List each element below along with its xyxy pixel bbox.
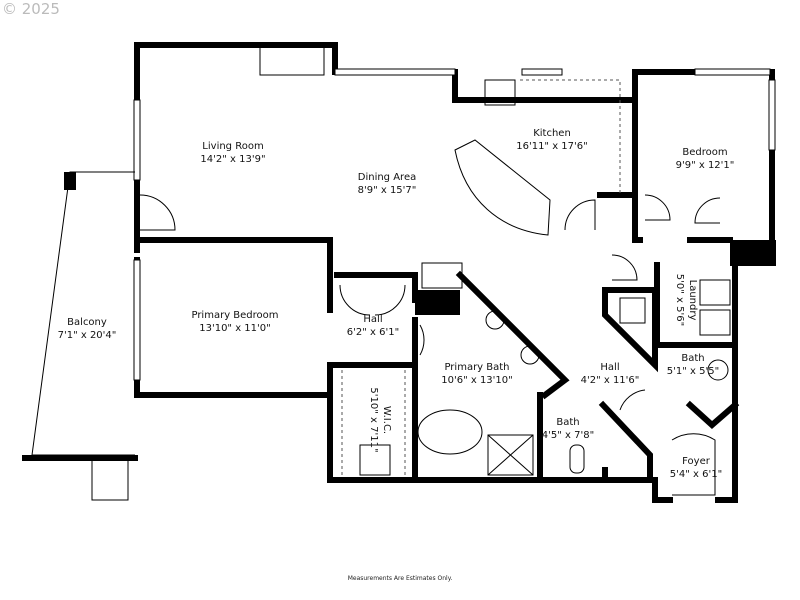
room-bedroom: Bedroom 9'9" x 12'1" xyxy=(676,147,735,171)
svg-text:13'10" x 11'0": 13'10" x 11'0" xyxy=(199,323,271,334)
door-swing xyxy=(564,199,596,231)
water-heater xyxy=(619,297,646,324)
room-dining-area: Dining Area 8'9" x 15'7" xyxy=(358,172,417,196)
room-bath: Bath 5'1" x 5'5" xyxy=(667,353,719,377)
room-primary-bedroom: Primary Bedroom 13'10" x 11'0" xyxy=(191,310,278,334)
svg-text:Bedroom: Bedroom xyxy=(682,147,727,158)
svg-text:4'5" x 7'8": 4'5" x 7'8" xyxy=(542,430,594,441)
door-swing xyxy=(619,389,646,411)
toilet xyxy=(569,444,585,474)
svg-text:16'11" x 17'6": 16'11" x 17'6" xyxy=(516,141,588,152)
window xyxy=(133,99,141,181)
svg-text:Foyer: Foyer xyxy=(682,456,711,467)
shower-drain xyxy=(487,434,534,476)
room-hall: Hall 6'2" x 6'1" xyxy=(347,314,399,338)
svg-text:9'9" x 12'1": 9'9" x 12'1" xyxy=(676,160,735,171)
room-hall-2: Hall 4'2" x 11'6" xyxy=(581,362,640,386)
room-wic: W.I.C. 5'10" x 7'11" xyxy=(368,387,392,452)
interior-wall xyxy=(685,400,740,430)
kitchen-island xyxy=(454,139,551,236)
svg-text:5'0" x 5'6": 5'0" x 5'6" xyxy=(674,274,685,326)
svg-text:14'2" x 13'9": 14'2" x 13'9" xyxy=(200,154,265,165)
stove xyxy=(484,79,516,106)
outer-wall xyxy=(327,362,608,483)
outer-wall xyxy=(602,467,673,503)
washer xyxy=(699,279,731,306)
svg-text:Bath: Bath xyxy=(556,417,579,428)
sink xyxy=(707,359,729,381)
copyright-watermark: © 2025 xyxy=(2,0,60,18)
cabinet xyxy=(359,444,391,476)
interior-wall xyxy=(598,400,653,483)
svg-text:4'2" x 11'6": 4'2" x 11'6" xyxy=(581,375,640,386)
svg-text:5'1" x 5'5": 5'1" x 5'5" xyxy=(667,366,719,377)
dryer xyxy=(699,309,731,336)
room-primary-bath: Primary Bath 10'6" x 13'10" xyxy=(441,362,513,386)
door-swing xyxy=(611,254,638,281)
svg-text:7'1" x 20'4": 7'1" x 20'4" xyxy=(58,330,117,341)
sink xyxy=(485,310,505,330)
door-swing xyxy=(139,194,176,231)
window xyxy=(768,79,776,151)
interior-wall xyxy=(455,270,570,400)
window xyxy=(133,259,141,381)
room-living-room: Living Room 14'2" x 13'9" xyxy=(200,141,265,165)
svg-text:Kitchen: Kitchen xyxy=(533,128,571,139)
balcony-door xyxy=(91,458,129,501)
double-door xyxy=(339,284,406,316)
svg-text:8'9" x 15'7": 8'9" x 15'7" xyxy=(358,185,417,196)
fireplace xyxy=(259,46,325,76)
svg-text:Balcony: Balcony xyxy=(67,317,107,328)
door-swing xyxy=(694,197,721,224)
svg-text:10'6" x 13'10": 10'6" x 13'10" xyxy=(441,375,513,386)
room-kitchen: Kitchen 16'11" x 17'6" xyxy=(516,128,588,152)
cabinet xyxy=(421,262,463,289)
door-swing xyxy=(644,194,671,221)
window xyxy=(694,68,771,76)
svg-text:Hall: Hall xyxy=(363,314,382,325)
bathtub xyxy=(417,409,483,455)
svg-text:Primary Bath: Primary Bath xyxy=(444,362,509,373)
svg-text:W.I.C.: W.I.C. xyxy=(381,406,392,434)
svg-text:Living Room: Living Room xyxy=(202,141,263,152)
interior-wall xyxy=(134,237,333,313)
interior-wall xyxy=(597,69,638,198)
footer-note: Measurements Are Estimates Only. xyxy=(347,575,453,582)
wall-block xyxy=(64,172,76,190)
svg-text:5'10" x 7'11": 5'10" x 7'11" xyxy=(368,387,379,452)
outer-wall xyxy=(452,69,638,103)
svg-text:Bath: Bath xyxy=(681,353,704,364)
wall-block xyxy=(415,290,460,315)
svg-text:5'4" x 6'1": 5'4" x 6'1" xyxy=(670,469,722,480)
svg-text:Primary Bedroom: Primary Bedroom xyxy=(191,310,278,321)
interior-wall xyxy=(602,287,658,373)
room-foyer: Foyer 5'4" x 6'1" xyxy=(670,456,722,480)
interior-wall xyxy=(654,262,738,348)
sink xyxy=(520,345,540,365)
counter-line xyxy=(520,79,621,195)
door-swing xyxy=(419,324,425,356)
room-balcony: Balcony 7'1" x 20'4" xyxy=(58,317,117,341)
window xyxy=(521,68,563,76)
interior-wall xyxy=(632,192,643,243)
window xyxy=(334,68,456,76)
room-laundry: Laundry 5'0" x 5'6" xyxy=(674,274,698,326)
room-bath-2: Bath 4'5" x 7'8" xyxy=(542,417,594,441)
svg-text:6'2" x 6'1": 6'2" x 6'1" xyxy=(347,327,399,338)
shower xyxy=(487,434,534,476)
svg-text:Laundry: Laundry xyxy=(687,280,698,321)
balcony-rail xyxy=(31,171,135,456)
front-door xyxy=(671,433,716,496)
outer-wall xyxy=(715,259,738,503)
svg-text:Dining Area: Dining Area xyxy=(358,172,416,183)
svg-text:Hall: Hall xyxy=(600,362,619,373)
